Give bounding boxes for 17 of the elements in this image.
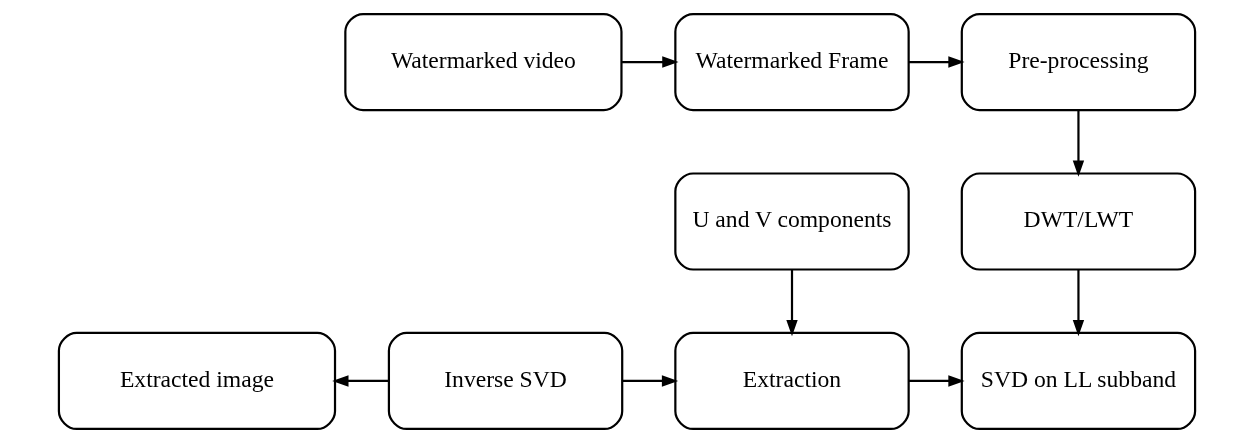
- node-box: DWT/LWT: [960, 172, 1197, 271]
- node-box: Extracted image: [57, 331, 337, 431]
- node-box: Watermarked Frame: [674, 12, 910, 112]
- node-box: SVD on LL subband: [960, 331, 1197, 431]
- arrow: [622, 56, 679, 68]
- arrow: [1072, 269, 1085, 337]
- node-box: Inverse SVD: [387, 331, 624, 431]
- arrow: [786, 269, 798, 337]
- arrow: [1072, 110, 1085, 177]
- arrow: [622, 375, 679, 387]
- node-box: Pre-processing: [960, 12, 1197, 112]
- node-box: U and V components: [674, 172, 910, 271]
- arrow: [908, 375, 965, 387]
- arrow: [908, 56, 965, 68]
- node-box: Watermarked video: [344, 12, 623, 112]
- node-box: Extraction: [674, 331, 910, 431]
- arrow: [332, 375, 389, 387]
